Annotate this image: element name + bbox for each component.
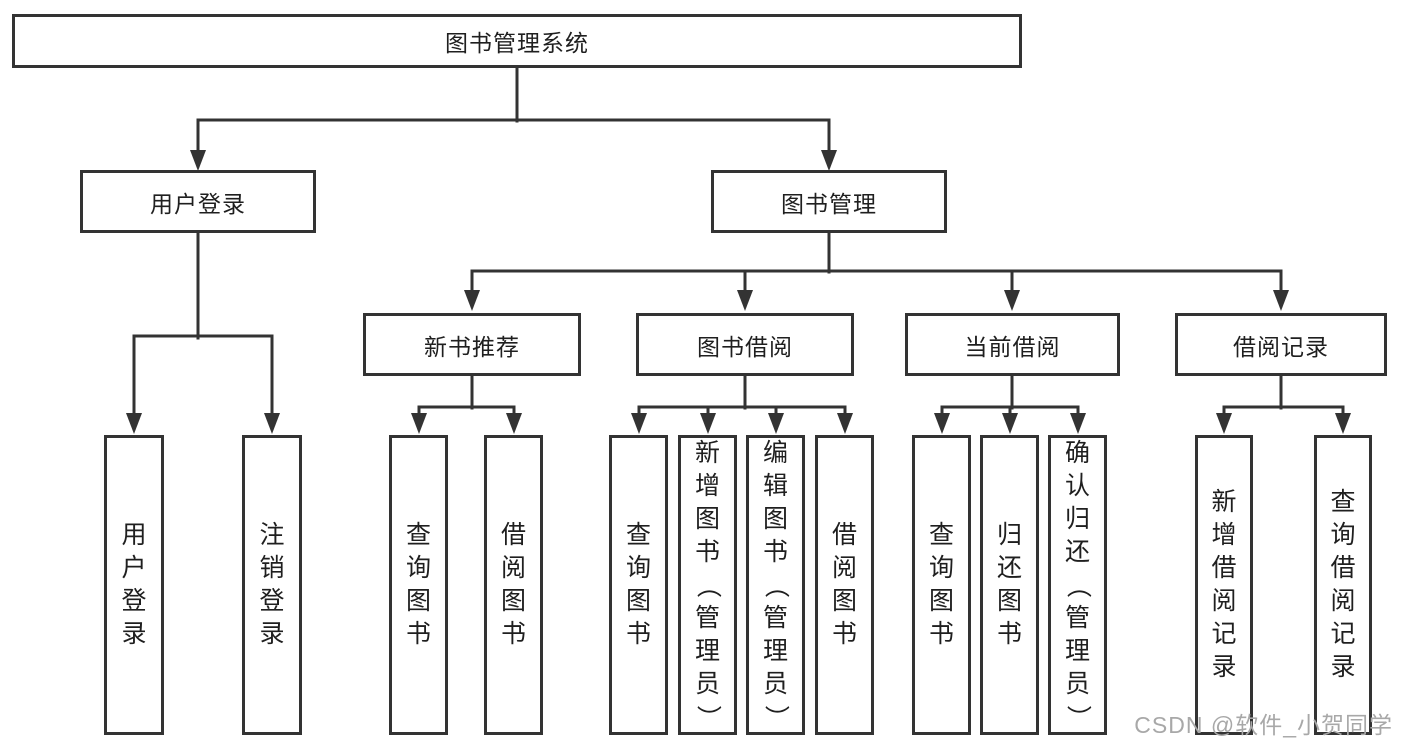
node-label: 借阅图书: [832, 521, 858, 648]
node-book-management: 图书管理: [711, 170, 947, 233]
node-label: 图书管理: [781, 190, 877, 217]
node-label: 注销登录: [259, 521, 285, 648]
node-leaf-user-login: 用户登录: [104, 435, 164, 735]
node-label: 图书管理系统: [445, 30, 589, 56]
node-leaf-logout: 注销登录: [242, 435, 302, 735]
node-label: 确认归还（管理员）: [1064, 438, 1092, 730]
node-label: 用户登录: [121, 521, 147, 648]
node-label: 查询图书: [626, 521, 652, 648]
node-leaf-cb-return-books: 归还图书: [980, 435, 1039, 735]
node-label: 新书推荐: [424, 333, 520, 360]
node-leaf-br-add-record: 新增借阅记录: [1195, 435, 1253, 735]
node-user-login: 用户登录: [80, 170, 316, 233]
node-leaf-br-query-record: 查询借阅记录: [1314, 435, 1372, 735]
node-label: 归还图书: [997, 521, 1023, 648]
node-label: 用户登录: [150, 190, 246, 217]
node-leaf-cb-confirm-return: 确认归还（管理员）: [1048, 435, 1107, 735]
node-label: 编辑图书（管理员）: [762, 438, 790, 730]
node-label: 查询图书: [406, 521, 432, 648]
node-label: 新增借阅记录: [1211, 488, 1237, 681]
node-leaf-nbr-query-books: 查询图书: [389, 435, 448, 735]
node-new-book-recommend: 新书推荐: [363, 313, 581, 376]
node-leaf-cb-query-books: 查询图书: [912, 435, 971, 735]
node-leaf-nbr-borrow-books: 借阅图书: [484, 435, 543, 735]
node-leaf-bb-borrow-books: 借阅图书: [815, 435, 874, 735]
watermark: CSDN @软件_小贺同学: [1134, 712, 1393, 738]
node-label: 查询图书: [929, 521, 955, 648]
node-borrow-records: 借阅记录: [1175, 313, 1387, 376]
node-label: 查询借阅记录: [1330, 488, 1356, 681]
node-label: 新增图书（管理员）: [694, 438, 722, 730]
node-leaf-bb-edit-books: 编辑图书（管理员）: [746, 435, 805, 735]
node-current-borrow: 当前借阅: [905, 313, 1120, 376]
node-label: 图书借阅: [697, 333, 793, 360]
node-label: 借阅记录: [1233, 333, 1329, 360]
node-label: 当前借阅: [964, 333, 1061, 360]
node-leaf-bb-query-books: 查询图书: [609, 435, 668, 735]
node-book-borrow: 图书借阅: [636, 313, 854, 376]
node-library-management-system: 图书管理系统: [12, 14, 1022, 68]
node-label: 借阅图书: [501, 521, 527, 648]
node-leaf-bb-add-books: 新增图书（管理员）: [678, 435, 737, 735]
